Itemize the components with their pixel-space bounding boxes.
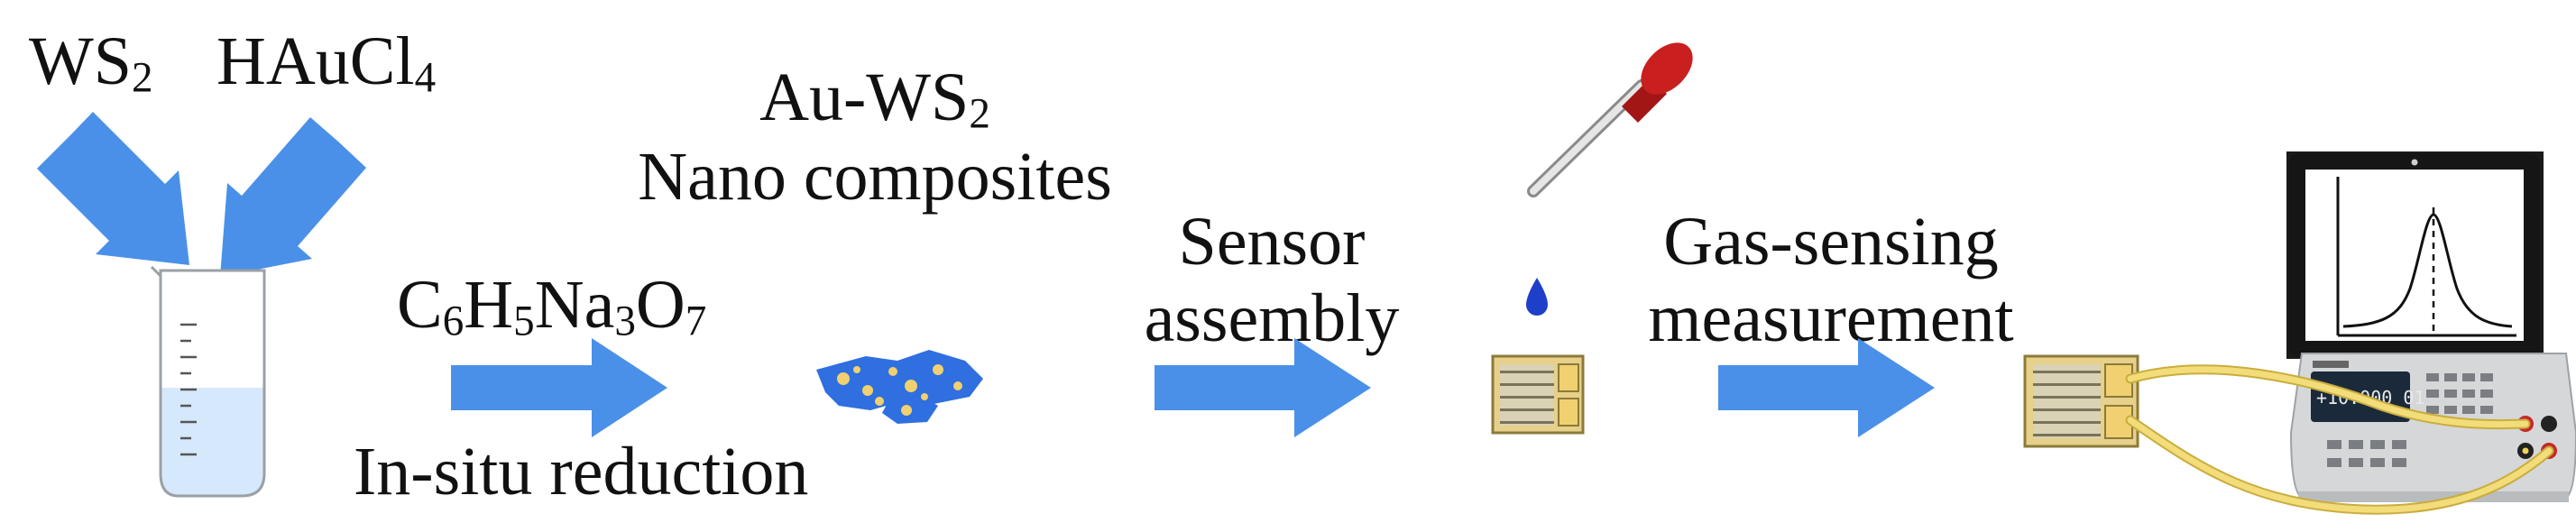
arrow-step-assembly (1155, 338, 1371, 437)
measurement-label-line2: measurement (1648, 280, 2014, 356)
arrow-step-reduction (451, 338, 667, 437)
beaker-icon (150, 265, 266, 498)
multimeter-icon: +10.000 01 (2289, 353, 2576, 502)
reagent-haucl4-label: HAuCl4 (216, 23, 437, 102)
measurement-label-line1: Gas-sensing (1663, 204, 1999, 280)
reductant-formula: C6H5Na3O7 (397, 267, 707, 345)
sensor-chip-icon (1491, 354, 1585, 435)
droplet-icon (1526, 278, 1548, 316)
dropper-icon (1527, 42, 1693, 197)
test-cables (2125, 364, 2554, 515)
monitor-icon (2286, 151, 2544, 359)
reduction-caption: In-situ reduction (354, 434, 809, 509)
sensor-response-curve (2336, 177, 2516, 337)
assembly-label-line2: assembly (1144, 280, 1400, 356)
arrow-ws2-in (37, 112, 189, 265)
composite-label-line2: Nano composites (638, 139, 1112, 215)
arrow-haucl4-in (220, 117, 366, 277)
connected-sensor-icon (2023, 354, 2139, 448)
composite-label-line1: Au-WS2 (759, 60, 990, 138)
assembly-label-line1: Sensor (1178, 204, 1366, 280)
reagent-ws2-label: WS2 (29, 23, 153, 102)
nanocomposite-icon (816, 350, 983, 424)
arrow-step-measurement (1718, 338, 1935, 437)
